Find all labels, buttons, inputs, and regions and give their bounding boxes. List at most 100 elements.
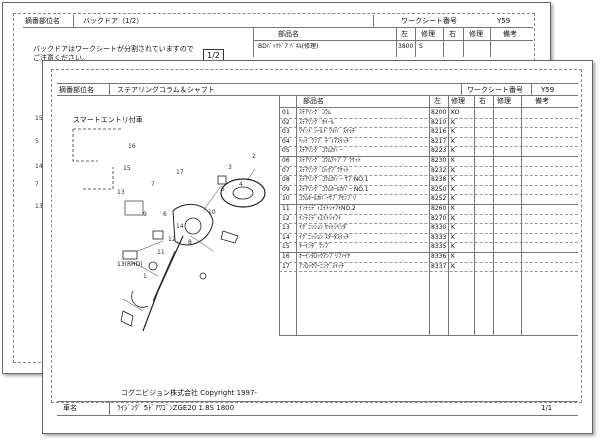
smart-entry-dashed-box <box>72 128 123 162</box>
part-flag: K <box>451 243 455 251</box>
footer-vehicle: ﾗｲｼﾞﾝｸﾞ 5ﾄﾞｱﾜｺﾞﾝZGE20 1.8S 1800 <box>117 404 235 412</box>
part-code: 8216 <box>431 128 447 136</box>
part-flag: K <box>451 195 455 203</box>
part-code: 8232 <box>431 166 447 174</box>
back-worksheet-label: ワークシート番号 <box>401 17 457 25</box>
part-no: 06 <box>282 157 290 164</box>
callout-13: 13 <box>117 189 125 196</box>
back-side-number: 14 <box>35 163 43 170</box>
footer-page: 1/1 <box>541 404 553 412</box>
part-code: 8270 <box>431 214 447 222</box>
callout-15: 15 <box>123 165 131 172</box>
part-name: ｽﾃｱﾘﾝｸﾞ ｺﾗﾑ <box>299 109 331 116</box>
part-flag: K <box>451 118 455 126</box>
part-no: 14 <box>282 233 290 241</box>
callout-17: 17 <box>176 169 184 176</box>
parts-row-separator <box>279 232 578 234</box>
part-no: 15 <box>282 243 290 251</box>
front-part-title: ステアリングコラム＆シャフト <box>117 86 215 94</box>
front-sheet-inner-frame <box>51 69 582 403</box>
smart-entry-note: スマートエントリ付車 <box>73 116 143 124</box>
callout-3: 3 <box>228 164 232 171</box>
steering-column-diagram <box>72 128 266 332</box>
back-col-part-name: 部品名 <box>278 30 299 38</box>
back-row1-code: 3800 <box>398 43 414 50</box>
parts-row-separator <box>279 261 578 263</box>
part-code: 8210 <box>431 118 447 126</box>
callout-4: 4 <box>239 181 243 188</box>
back-side-number: 15 <box>35 115 43 122</box>
part-no: 09 <box>282 185 290 193</box>
steering-wheel <box>220 178 266 208</box>
part-code: 8336 <box>431 253 447 260</box>
column-shaft <box>142 235 184 332</box>
part-code: 8335 <box>431 243 447 251</box>
rhd-note: 13(RHD) <box>117 261 143 268</box>
part-name: ｲﾝﾃﾐﾃﾞｨｴｲﾄｼｬﾌﾄNO.2 <box>299 205 356 212</box>
part-name: ｲｸﾞﾆｯｼｮﾝ ｽﾀｰﾀｽｲｯﾁ <box>299 233 349 241</box>
parts-row-separator <box>279 184 578 186</box>
part-no: 10 <box>282 195 290 203</box>
back-col-left: 左 <box>401 30 408 38</box>
parts-row-separator <box>279 252 578 253</box>
part-name: ｲﾝﾃﾐﾃﾞｨｴｲﾄｼｬﾌﾄ <box>299 214 342 222</box>
part-code: 8217 <box>431 137 447 145</box>
parts-row-separator <box>279 242 578 244</box>
parts-row-separator <box>279 156 578 157</box>
callout-10: 10 <box>208 209 216 216</box>
back-side-number: 5 <box>35 138 39 145</box>
column-cover <box>172 203 214 246</box>
front-col-right: 右 <box>479 97 486 105</box>
part-flag: K <box>451 205 455 212</box>
parts-row-separator <box>279 127 578 129</box>
front-worksheet: 摘番部位名 ステアリングコラム＆シャフト ワークシート番号 Y59 部品名 左 … <box>42 60 593 434</box>
back-row1-name: BDﾊﾞｯｸﾄﾞｱ ﾊﾟﾈﾙ(修理) <box>258 43 319 50</box>
callout-5: 5 <box>221 186 225 193</box>
callout-8: 8 <box>188 239 192 246</box>
back-notice-line2: ご注意ください。 <box>33 54 89 62</box>
back-col-right: 右 <box>449 30 456 38</box>
part-no: 17 <box>282 262 290 270</box>
part-name: ｽﾃｱﾘﾝｸﾞ ｺﾗﾑﾎｰﾙｶﾊﾞｰ NO.1 <box>299 185 369 193</box>
front-col-repair2: 修理 <box>497 97 511 105</box>
back-side-number: 7 <box>35 181 39 188</box>
part-name: ｽﾃｱﾘﾝｸﾞ ﾎｲｰﾙ <box>299 118 334 126</box>
part-code: 8200 <box>431 109 447 116</box>
part-no: 05 <box>282 147 290 155</box>
parts-row-separator <box>279 271 578 273</box>
part-name: ｲｸﾞﾆｯｼｮﾝ ｾｯﾄｼﾘﾝﾀﾞ <box>299 224 349 232</box>
part-code: 8238 <box>431 176 447 184</box>
part-no: 12 <box>282 214 290 222</box>
part-no: 03 <box>282 128 290 136</box>
part-flag: K <box>451 147 455 155</box>
part-code: 8337 <box>431 262 447 270</box>
back-notice-line1: バックドアはワークシートが分割されていますので <box>33 45 194 53</box>
part-flag: K <box>451 166 455 174</box>
back-row1-flag: S <box>419 43 423 50</box>
part-name: ｷｰｲﾝﾀﾛｯｸｱﾝﾌﾟﾘﾌｧｲﾔ <box>299 253 351 260</box>
part-flag: K <box>451 157 455 164</box>
callout-1: 1 <box>143 273 147 280</box>
back-header-label: 摘番部位名 <box>25 17 60 25</box>
part-flag: KO <box>451 109 460 116</box>
front-header-label: 摘番部位名 <box>59 86 94 94</box>
front-col-left: 左 <box>434 97 441 105</box>
part-flag: K <box>451 253 455 260</box>
front-col-note: 備考 <box>535 97 549 105</box>
parts-row-separator <box>279 194 578 196</box>
part-code: 8252 <box>431 195 447 203</box>
part-no: 04 <box>282 137 290 145</box>
part-no: 13 <box>282 224 290 232</box>
parts-row-separator <box>279 223 578 225</box>
